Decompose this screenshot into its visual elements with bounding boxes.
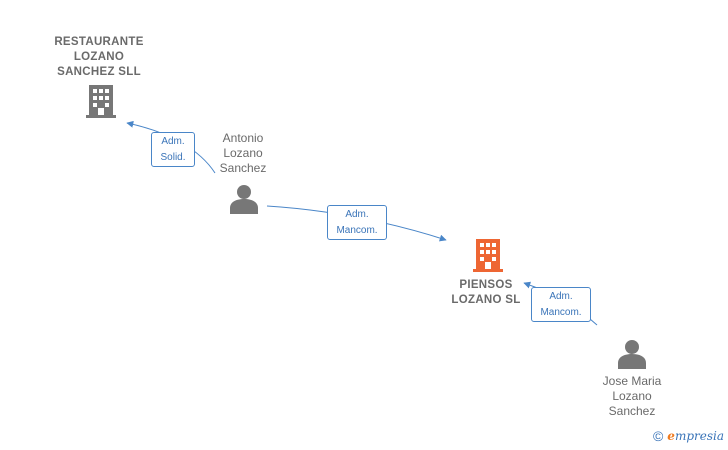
edge-label-antonio-restaurante: Adm. Solid. bbox=[151, 132, 195, 167]
person-icon[interactable] bbox=[618, 340, 646, 369]
empresia-watermark: © empresia bbox=[653, 428, 724, 444]
person-label-jose[interactable]: Jose Maria Lozano Sanchez bbox=[602, 374, 662, 418]
edge-label-antonio-piensos: Adm. Mancom. bbox=[327, 205, 387, 240]
building-icon[interactable] bbox=[86, 85, 116, 118]
edge-label-jose-piensos: Adm. Mancom. bbox=[531, 287, 591, 322]
person-icon[interactable] bbox=[230, 185, 258, 214]
building-icon[interactable] bbox=[473, 239, 503, 272]
person-label-antonio[interactable]: Antonio Lozano Sanchez bbox=[219, 131, 267, 175]
company-label-piensos[interactable]: PIENSOS LOZANO SL bbox=[451, 279, 521, 306]
copyright-icon: © bbox=[652, 428, 664, 444]
company-label-restaurante[interactable]: RESTAURANTE LOZANO SANCHEZ SLL bbox=[54, 36, 144, 78]
empresia-logo: empresia bbox=[667, 429, 724, 443]
